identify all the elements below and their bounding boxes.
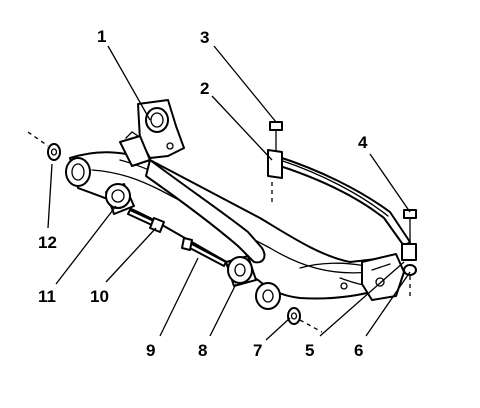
callout-6: 6 [354,341,363,360]
stabilizer-bar [273,155,411,247]
callout-11: 11 [38,287,56,306]
link-end-2 [267,149,283,204]
callout-4: 4 [358,133,368,152]
callout-3: 3 [200,28,209,47]
knuckle-bracket [340,253,405,301]
callout-8: 8 [198,341,207,360]
bolt-3 [269,121,283,151]
bushing-8 [225,255,257,287]
callout-12: 12 [38,233,57,252]
bolt-9 [181,237,227,267]
leader-lines [47,45,411,341]
bolt-10 [127,209,165,233]
front-bushing-left [65,157,91,187]
callout-2: 2 [200,79,209,98]
callout-9: 9 [146,341,155,360]
callout-10: 10 [90,287,109,306]
callout-1: 1 [97,27,106,46]
mounting-bracket [119,99,185,167]
rear-bushing [255,282,281,310]
nut-12 [27,131,61,161]
nut-7 [287,307,323,333]
bushing-11 [105,183,135,215]
callout-7: 7 [253,341,262,360]
link-end-6 [401,243,417,300]
bolt-4 [403,209,417,245]
trailing-link [145,159,266,264]
callout-5: 5 [305,341,314,360]
